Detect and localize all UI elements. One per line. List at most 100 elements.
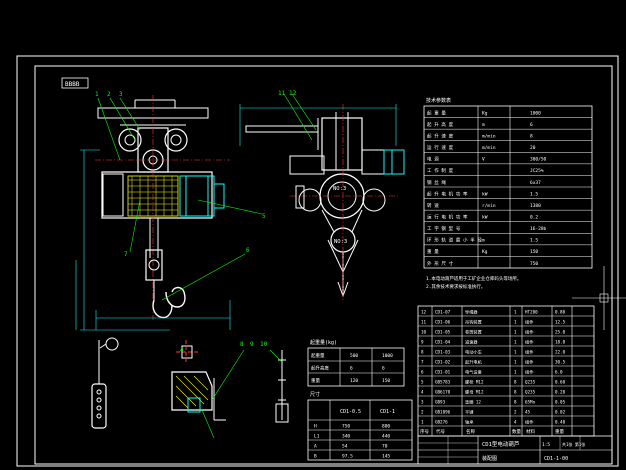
parts-row-no: 3 xyxy=(421,400,424,405)
spec-name: 运 行 速 度 xyxy=(427,144,454,151)
dim-table-key: B xyxy=(314,454,317,460)
dim-table-value: 145 xyxy=(382,454,390,460)
spec-unit: kW xyxy=(482,191,488,197)
drawing-number: CD1-1-00 xyxy=(544,456,568,462)
spec-name: 环 形 轨 道 最 小 半 径 xyxy=(427,237,482,244)
parts-row-code: GB276 xyxy=(435,420,448,425)
parts-row-mat: 组件 xyxy=(525,369,533,376)
parts-header-code: 代号 xyxy=(436,428,445,435)
dim-table-value: 54 xyxy=(342,444,348,450)
parts-header-no: 序号 xyxy=(420,428,429,435)
parts-row-code: GB5783 xyxy=(435,380,451,385)
small-table-cell: 120 xyxy=(350,378,358,384)
spec-unit: kW xyxy=(482,214,488,220)
parts-row-qty: 4 xyxy=(514,420,517,425)
parts-row-mat: 组件 xyxy=(525,319,533,326)
balloon-5: 5 xyxy=(262,213,266,220)
parts-row-no: 7 xyxy=(421,360,424,365)
balloon-4: 4 xyxy=(180,347,184,354)
front-view xyxy=(75,95,263,351)
parts-row-code: GB6170 xyxy=(435,390,451,395)
note-1: 1.本电动葫芦适用于工矿企业仓库码头等场所。 xyxy=(426,275,521,282)
spec-name: 起 重 量 xyxy=(427,109,446,116)
parts-row-wt: 0.60 xyxy=(555,380,566,385)
parts-row-name: 吊钩装置 xyxy=(465,319,482,326)
spec-name: 起 升 速 度 xyxy=(427,132,454,139)
parts-row-wt: 0.40 xyxy=(555,420,566,425)
title-tag: BBBB xyxy=(61,77,89,89)
parts-row-no: 1 xyxy=(421,420,424,425)
parts-row-no: 4 xyxy=(421,390,424,395)
spec-name: 电 源 xyxy=(427,156,439,163)
balloon-3: 3 xyxy=(119,91,123,98)
spec-unit: Kg xyxy=(482,110,488,116)
parts-header-name: 名称 xyxy=(466,428,475,435)
parts-row-name: 起升电机 xyxy=(465,359,483,366)
parts-header-qty: 数量 xyxy=(512,428,521,435)
outer-frame xyxy=(16,55,619,467)
note-2: 2.其余技术要求按标准执行。 xyxy=(426,283,485,290)
spec-unit: r/min xyxy=(482,203,496,209)
balloon-6: 6 xyxy=(246,247,250,254)
parts-row-mat: Q235 xyxy=(525,380,536,385)
spec-name: 工 字 钢 型 号 xyxy=(427,225,461,232)
parts-row-code: CD1-05 xyxy=(435,330,451,335)
parts-row-qty: 1 xyxy=(514,360,517,365)
spec-value: 1000 xyxy=(530,110,541,116)
parts-row-no: 11 xyxy=(421,320,427,325)
spec-unit: m xyxy=(482,239,485,244)
spec-value: 16-28b xyxy=(530,226,547,232)
parts-row-qty: 8 xyxy=(514,380,517,385)
title-block: CD1型电动葫芦 装配图 1:5 共1张 第1张 CD1-1-00 xyxy=(417,435,613,465)
spec-name: 外 形 尺 寸 xyxy=(427,260,454,267)
pendant-detail xyxy=(91,340,107,429)
crosshair-cursor-icon xyxy=(572,266,626,330)
spec-name: 转 速 xyxy=(427,202,439,209)
parts-row-code: GB93 xyxy=(435,400,446,405)
parts-row-qty: 1 xyxy=(514,350,517,355)
spec-value: 6x37 xyxy=(530,180,541,186)
dim-table-title: 尺寸 xyxy=(310,391,320,398)
parts-row-no: 5 xyxy=(421,380,424,385)
balloon-10: 10 xyxy=(260,341,268,348)
small-table-cell: 重量 xyxy=(311,377,320,384)
parts-row-no: 9 xyxy=(421,340,424,345)
parts-row-code: CD1-06 xyxy=(435,320,451,325)
notes: 1.本电动葫芦适用于工矿企业仓库码头等场所。 2.其余技术要求按标准执行。 xyxy=(426,275,521,290)
dim-header-2: CD1-1 xyxy=(380,409,395,415)
spec-name: 工 作 制 度 xyxy=(427,167,454,174)
parts-row-qty: 1 xyxy=(514,340,517,345)
parts-row-name: 导绳器 xyxy=(465,309,478,316)
parts-row-qty: 1 xyxy=(514,370,517,375)
dim-table-value: 750 xyxy=(342,424,350,430)
dim-table-value: 70 xyxy=(382,444,388,450)
parts-row-name: 垫圈 12 xyxy=(465,399,481,406)
parts-row-name: 轴承 xyxy=(465,419,474,426)
parts-row-name: 卷筒装置 xyxy=(465,329,482,336)
parts-row-name: 电气设备 xyxy=(465,369,483,376)
spec-value: 8 xyxy=(530,133,533,139)
spec-name: 重 量 xyxy=(427,248,439,255)
parts-row-wt: 22.0 xyxy=(555,350,566,355)
spec-value: 750 xyxy=(530,261,538,267)
balloon-1: 1 xyxy=(95,91,99,98)
parts-row-no: 2 xyxy=(421,410,424,415)
parts-row-qty: 8 xyxy=(514,400,517,405)
parts-row-qty: 1 xyxy=(514,310,517,315)
hook-label-bottom: NO:3 xyxy=(334,239,347,245)
parts-row-no: 8 xyxy=(421,350,424,355)
parts-row-code: CD1-04 xyxy=(435,340,451,345)
parts-row-wt: 0.20 xyxy=(555,390,566,395)
small-table-cell: 150 xyxy=(382,378,390,384)
parts-row-mat: 组件 xyxy=(525,359,533,366)
balloons-side: 11 12 xyxy=(278,90,297,97)
parts-row-wt: 0.05 xyxy=(555,400,566,405)
inner-frame xyxy=(34,65,613,465)
side-view: NO:3 NO:3 xyxy=(239,93,405,300)
parts-row-code: CD1-01 xyxy=(435,370,451,375)
dim-table-key: A xyxy=(314,444,317,450)
dim-table-key: L1 xyxy=(314,434,320,440)
parts-row-qty: 2 xyxy=(514,410,517,415)
dim-table-value: 440 xyxy=(382,434,390,440)
